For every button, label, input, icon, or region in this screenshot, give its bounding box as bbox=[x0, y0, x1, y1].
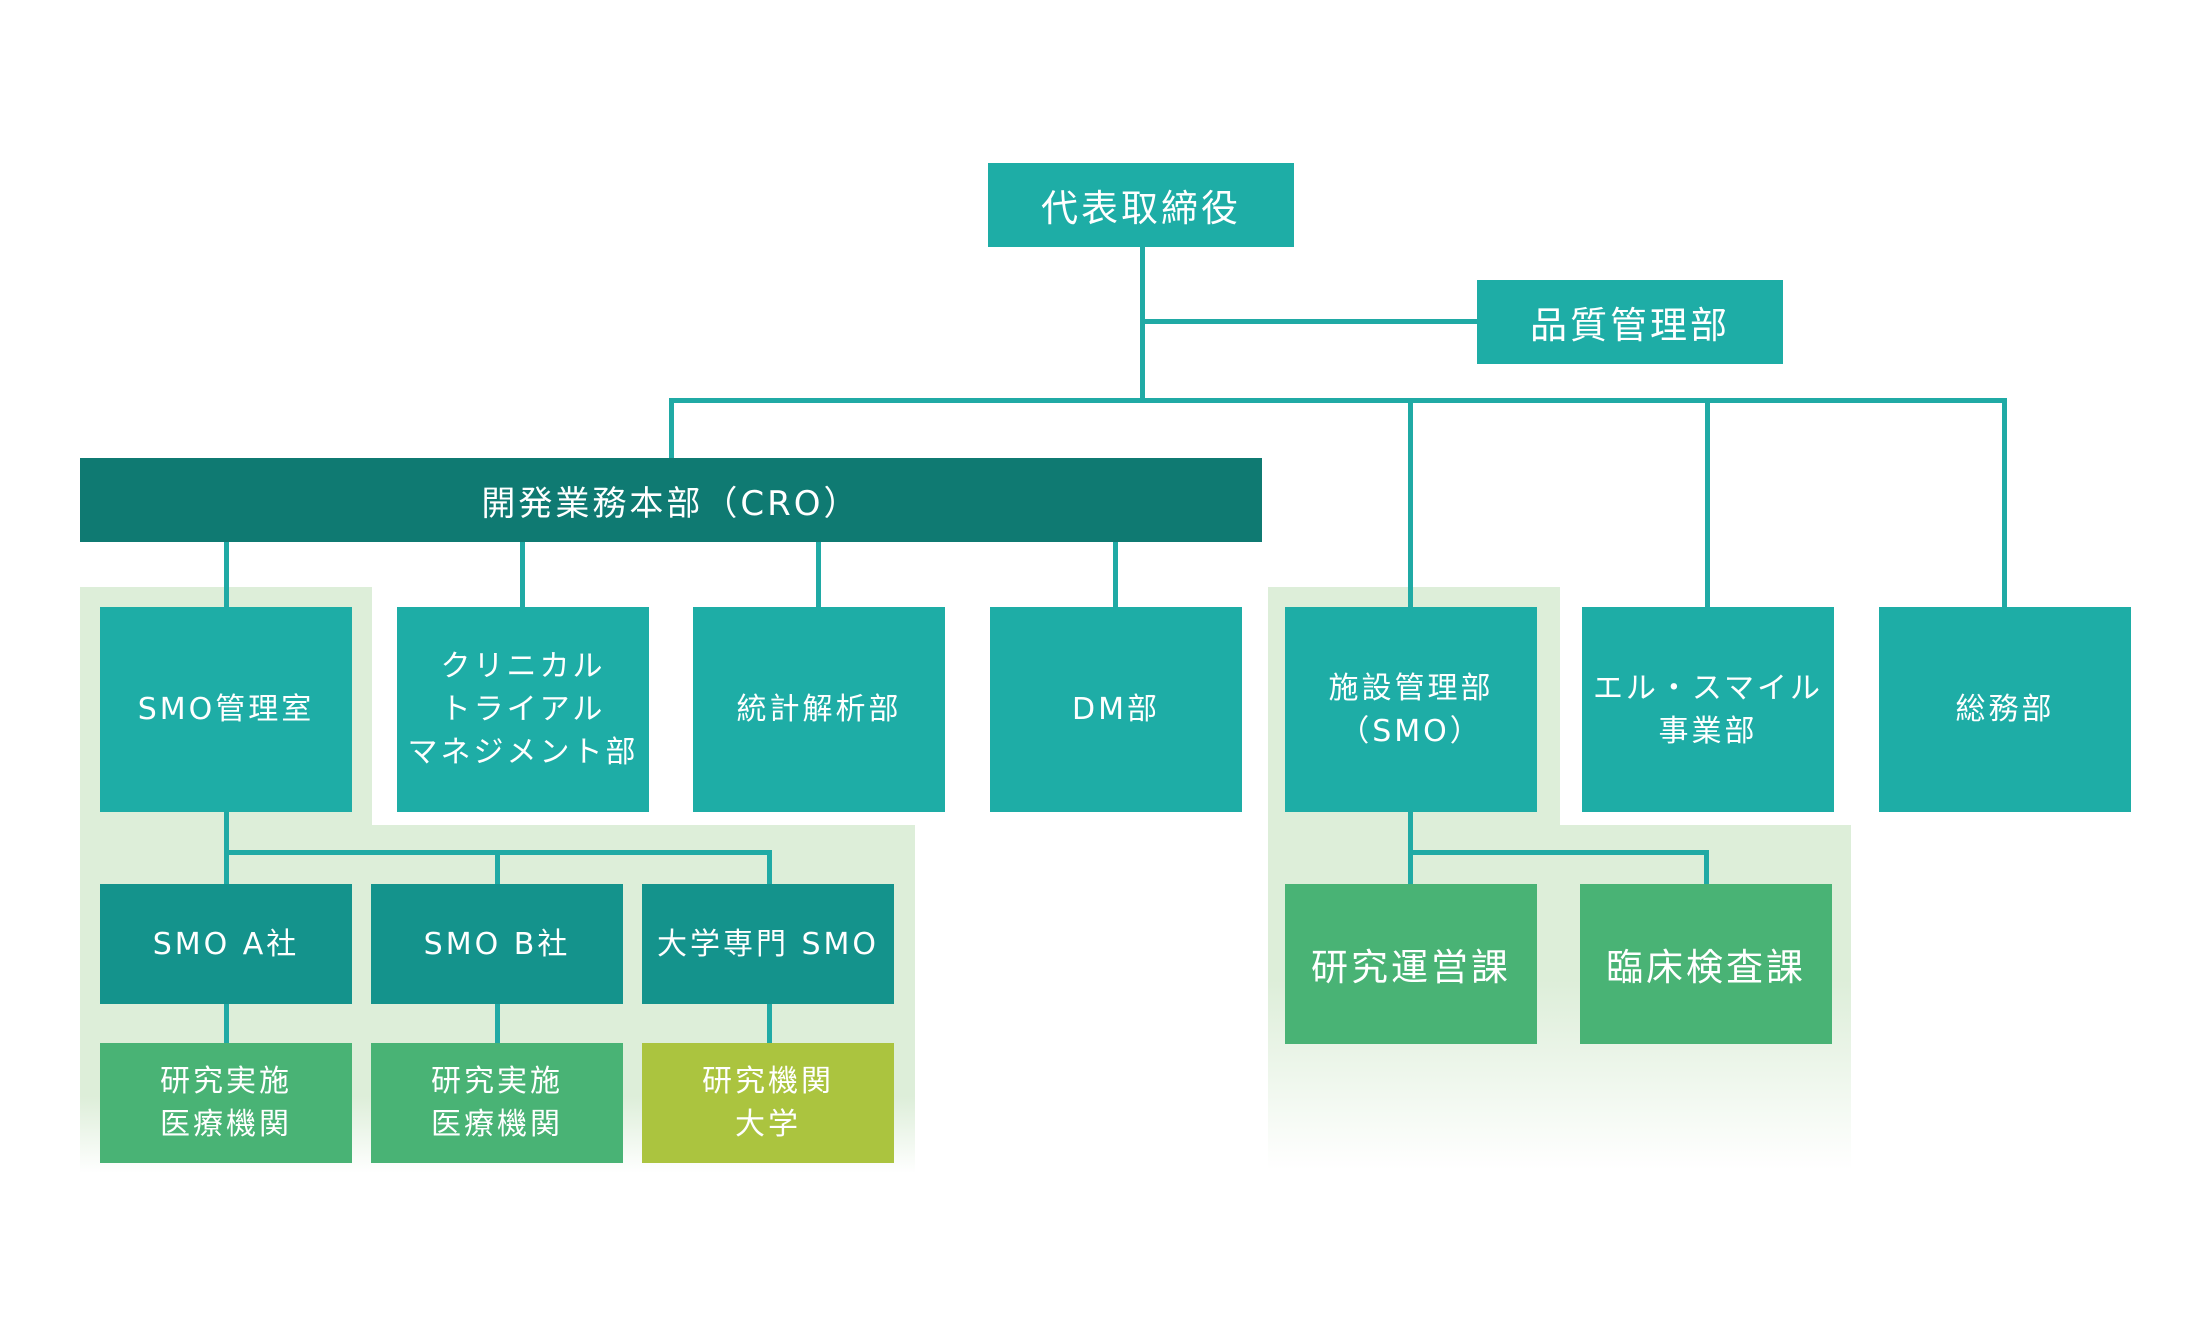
university-box: 研究機関大学 bbox=[642, 1043, 894, 1163]
quality-management-box: 品質管理部 bbox=[1477, 280, 1783, 364]
connector-to-cro bbox=[669, 398, 674, 460]
connector-cro-smo-office bbox=[224, 540, 229, 610]
connector-smo-office-down bbox=[224, 810, 229, 886]
cro-header-bar: 開発業務本部（CRO） bbox=[80, 458, 1262, 542]
ctm-box: クリニカルトライアルマネジメント部 bbox=[397, 607, 649, 812]
connector-to-elsmile bbox=[1705, 398, 1710, 610]
connector-smo-b bbox=[495, 850, 500, 886]
ceo-box: 代表取締役 bbox=[988, 163, 1294, 247]
connector-cro-dm bbox=[1113, 540, 1118, 610]
connector-to-facility bbox=[1408, 398, 1413, 610]
elsmile-box: エル・スマイル事業部 bbox=[1582, 607, 1834, 812]
dm-box: DM部 bbox=[990, 607, 1242, 812]
connector-to-general bbox=[2002, 398, 2007, 610]
connector-univ-smo-univ bbox=[767, 1003, 772, 1045]
connector-cro-ctm bbox=[520, 540, 525, 610]
facility-management-box: 施設管理部（SMO） bbox=[1285, 607, 1537, 812]
institution-a-box: 研究実施医療機関 bbox=[100, 1043, 352, 1163]
connector-facility-down bbox=[1408, 810, 1413, 886]
univ-smo-box: 大学専門 SMO bbox=[642, 884, 894, 1004]
general-affairs-box: 総務部 bbox=[1879, 607, 2131, 812]
smo-b-box: SMO B社 bbox=[371, 884, 623, 1004]
clinical-lab-box: 臨床検査課 bbox=[1580, 884, 1832, 1044]
smo-a-box: SMO A社 bbox=[100, 884, 352, 1004]
connector-cro-stats bbox=[816, 540, 821, 610]
connector-main-horizontal bbox=[669, 398, 2007, 403]
connector-facility-horizontal bbox=[1408, 850, 1709, 855]
connector-quality bbox=[1140, 319, 1480, 324]
stats-box: 統計解析部 bbox=[693, 607, 945, 812]
connector-clinical-lab bbox=[1704, 850, 1709, 886]
connector-smo-b-inst bbox=[495, 1003, 500, 1045]
connector-smo-a-inst bbox=[224, 1003, 229, 1045]
institution-b-box: 研究実施医療機関 bbox=[371, 1043, 623, 1163]
smo-office-box: SMO管理室 bbox=[100, 607, 352, 812]
connector-univ-smo bbox=[767, 850, 772, 886]
research-ops-box: 研究運営課 bbox=[1285, 884, 1537, 1044]
